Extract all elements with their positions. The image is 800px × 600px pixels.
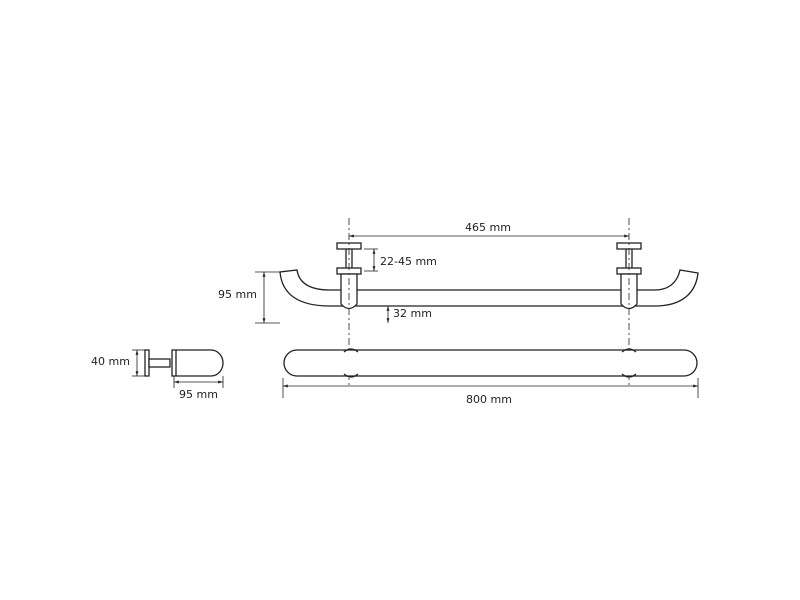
mount-stem (148, 358, 171, 368)
side-view (132, 349, 224, 388)
left-mount-post (336, 242, 362, 310)
bar-top-view (283, 349, 698, 377)
label-projection: 95 mm (218, 288, 257, 301)
dimension-side-depth (173, 376, 224, 388)
dimension-rosette-diameter (132, 349, 145, 377)
dimension-adjustable-range (364, 248, 378, 272)
label-center-distance: 465 mm (465, 221, 511, 234)
label-bar-diameter: 32 mm (393, 307, 432, 320)
label-side-depth: 95 mm (179, 388, 218, 401)
bar-u-shape (279, 269, 699, 307)
top-view (282, 348, 699, 398)
dimension-total-length (282, 378, 699, 398)
label-rosette-diameter: 40 mm (91, 355, 130, 368)
label-total-length: 800 mm (466, 393, 512, 406)
right-rosette (621, 348, 637, 378)
dimension-projection (255, 271, 280, 324)
label-adjustable-range: 22-45 mm (380, 255, 437, 268)
bar-end (171, 349, 224, 377)
left-rosette (343, 348, 359, 378)
